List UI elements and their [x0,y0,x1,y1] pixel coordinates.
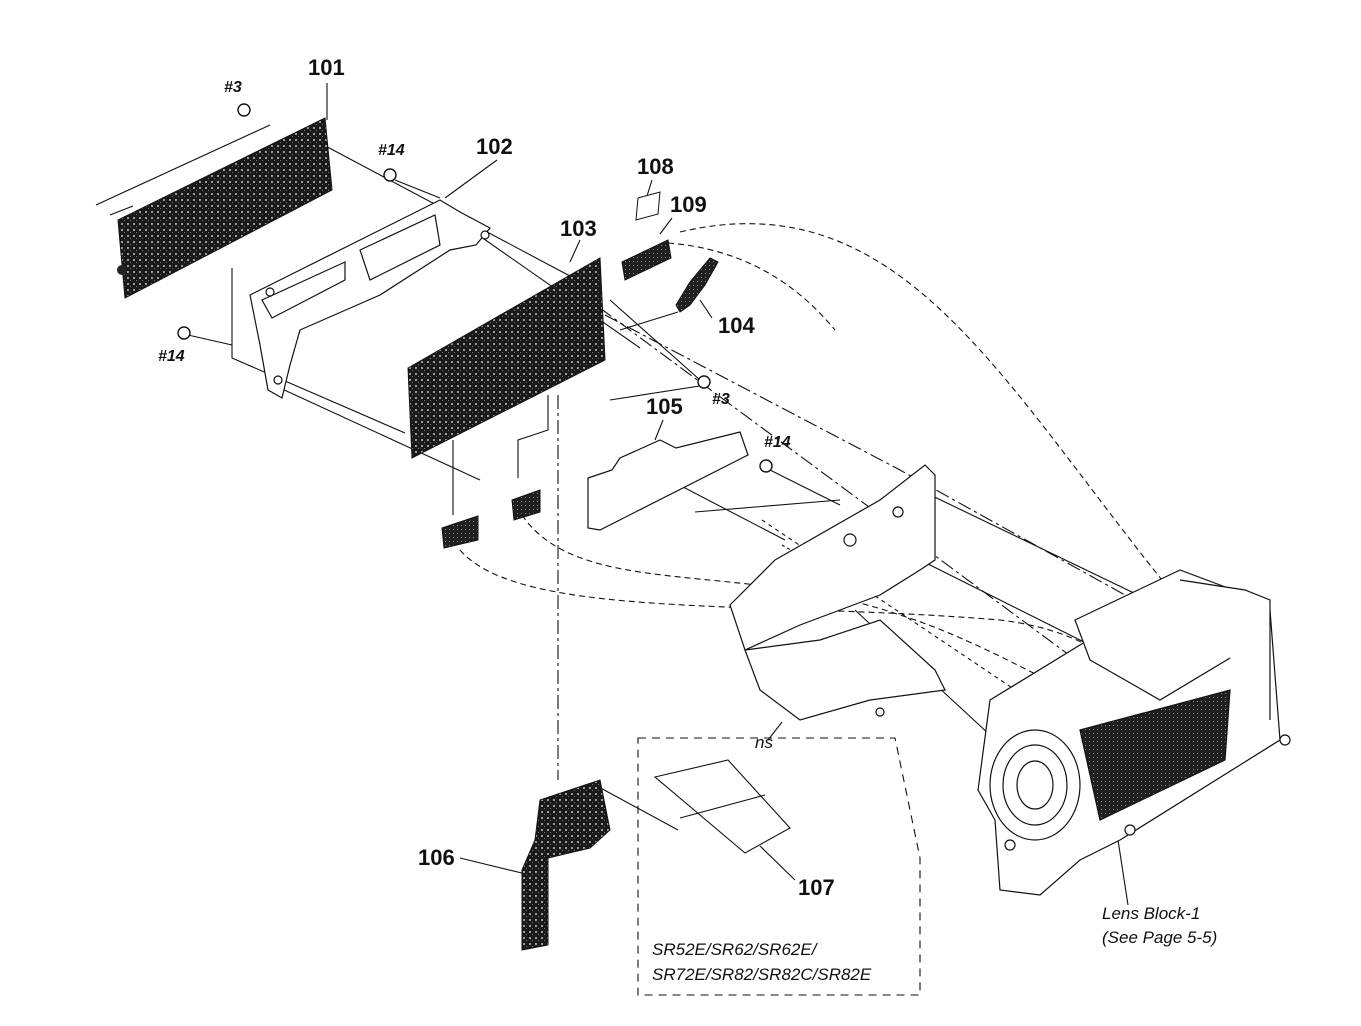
assembly-line [594,784,679,831]
assembly-line [609,384,707,401]
leader-109 [659,217,673,235]
part-label-108: 108 [637,154,674,179]
leader-105 [654,419,664,441]
part-107-sheet [653,759,791,854]
assembly-line [95,124,271,206]
part-103-board [407,257,606,459]
part-label-101: 101 [308,55,345,80]
part-label-107: 107 [798,875,835,900]
part-label-102: 102 [476,134,513,159]
assembly-line [187,334,233,346]
assembly-line [609,299,701,381]
leader-103 [569,239,581,263]
part-label-106: 106 [418,845,455,870]
assembly-line [694,499,841,513]
connector-left [441,515,479,549]
shield-bracket [729,464,946,721]
model-note-line2: SR72E/SR82/SR82C/SR82E [652,965,872,984]
assembly-line [231,268,406,434]
assembly-line [619,311,679,331]
connector-right [511,489,541,521]
lens-block-label: Lens Block-1 [1102,904,1201,923]
part-label-105: 105 [646,394,683,419]
leader-106 [459,857,531,876]
leader-lens-block [1117,839,1129,906]
leader-104 [699,299,713,319]
part-label-109: 109 [670,192,707,217]
leader-107 [759,845,796,881]
ns-label: ns [755,733,773,752]
assembly-line [769,469,841,506]
leader-102 [444,159,498,199]
screw-icon [177,103,773,473]
part-label-104: 104 [718,313,755,338]
screw-label: #3 [224,79,242,96]
assembly-line [109,205,134,216]
chain-line [604,314,1171,621]
assembly-line [394,179,441,199]
lens-block-assembly [977,569,1291,896]
part-106-flex [521,779,611,951]
screw-label: #3 [712,391,730,408]
cable-route [521,514,1111,711]
model-note-line1: SR52E/SR62/SR62E/ [652,940,817,959]
part-104-flex [675,257,719,313]
screw-label: #14 [158,348,185,365]
chain-line [599,307,1131,701]
lens-block-reference: (See Page 5-5) [1102,928,1218,947]
cable-route [679,223,1171,591]
leader-108 [646,179,653,197]
assembly-line [279,387,481,481]
variant-box [637,737,921,996]
part-105-sheet [587,431,749,531]
screw-label: #14 [378,142,405,159]
screw-label: #14 [764,434,791,451]
assembly-line [517,395,549,478]
part-label-103: 103 [560,216,597,241]
part-108-sheet [635,191,661,221]
leader-ns [767,721,783,741]
part-102-frame [249,199,491,399]
part-109-connector [621,239,672,281]
part-101-board [117,117,333,299]
cable-route [667,242,836,331]
